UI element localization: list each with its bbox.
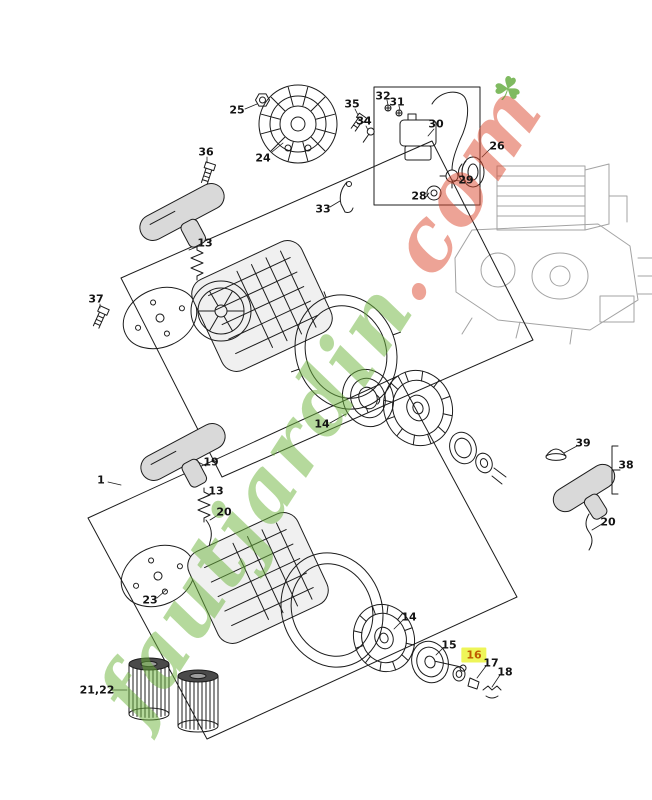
carburetor-box: [373, 86, 481, 206]
upper-fan-shroud-drawing: [290, 291, 402, 413]
intake-boot-drawing: [458, 156, 485, 188]
upper-spoked-wheel-drawing: [190, 280, 252, 342]
lower-starter-handle-drawing: [140, 423, 226, 488]
bracket-38-drawing: [611, 445, 621, 495]
upper-housing-drawing: [191, 240, 333, 372]
carburetor-assembly-drawing: [384, 91, 469, 201]
upper-rewind-spring-drawing: [341, 368, 395, 428]
clutch-drum-15-drawing: [411, 640, 467, 684]
bolt-36-drawing: [200, 161, 217, 185]
lower-fan-shroud-drawing: [280, 552, 384, 668]
clip-18-drawing: [482, 685, 502, 699]
flywheel-nut-drawing: [255, 93, 270, 107]
upper-assembly-box: [120, 140, 534, 478]
handle-38-drawing: [552, 463, 616, 520]
engine-block-drawing: [454, 163, 652, 345]
pawl-17-drawing: [467, 677, 480, 690]
bolt-35-drawing: [350, 112, 368, 132]
cap-39-drawing: [545, 448, 567, 461]
lower-spring-drawing: [197, 487, 211, 523]
rope-spool-left-drawing: [128, 657, 170, 721]
washer-16-drawing: [452, 666, 466, 682]
bolt-37-drawing: [92, 305, 110, 329]
rope-20-right-drawing: [585, 513, 593, 551]
upper-washers-drawing: [449, 431, 507, 485]
lower-rope-rotor-drawing: [353, 603, 415, 673]
upper-spring-drawing: [190, 245, 204, 281]
flywheel-drawing: [258, 84, 338, 164]
upper-starter-handle-drawing: [139, 183, 225, 248]
lower-housing-drawing: [187, 512, 329, 644]
upper-rope-rotor-drawing: [383, 369, 453, 447]
lever-33-drawing: [339, 181, 354, 213]
rope-spool-right-drawing: [177, 669, 219, 733]
leader-lines: [99, 99, 603, 691]
